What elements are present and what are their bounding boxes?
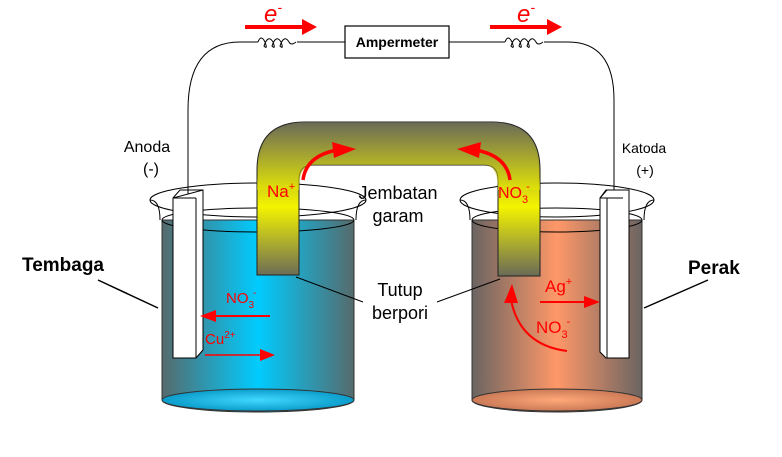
circuit-wire — [187, 41, 615, 195]
no3-right-ion-label: NO3- — [536, 316, 571, 341]
no3-left-ion-label: NO3- — [226, 288, 256, 311]
cu-arrow — [205, 349, 275, 361]
porous-plug-pointers — [295, 276, 501, 303]
ag-ion-label: Ag+ — [545, 276, 572, 296]
cathode-label: Katoda — [622, 140, 667, 156]
copper-label: Tembaga — [22, 255, 104, 276]
no3-left-arrow — [200, 310, 270, 322]
copper-electrode — [172, 189, 204, 359]
electron-flow-right: e- — [490, 0, 562, 35]
porous-plug-label-line1: Tutup — [377, 280, 422, 300]
svg-text:e-: e- — [517, 0, 535, 28]
silver-electrode — [599, 189, 630, 359]
cathode-sign: (+) — [636, 162, 654, 178]
svg-text:e-: e- — [264, 0, 282, 28]
anode-label: Anoda — [124, 139, 170, 156]
salt-bridge-label-line1: Jembatan — [358, 183, 437, 203]
metal-pointers — [97, 279, 709, 309]
beaker-right — [459, 182, 655, 413]
no3-bridge-ion-label: NO3- — [498, 181, 530, 206]
ammeter: Ampermeter — [344, 25, 450, 59]
ammeter-label: Ampermeter — [356, 34, 439, 50]
inductor-coil-left — [257, 37, 297, 48]
anode-sign: (-) — [143, 161, 159, 178]
salt-bridge-label-line2: garam — [372, 206, 423, 226]
cu-ion-label: Cu2+ — [205, 330, 236, 348]
porous-plug-label-line2: berpori — [372, 303, 428, 323]
no3-ion-flow-arrow — [457, 142, 512, 181]
inductor-coil-right — [504, 37, 544, 48]
no3-right-arrow — [504, 284, 568, 352]
na-ion-label: Na+ — [267, 181, 295, 201]
na-ion-flow-arrow — [301, 142, 356, 181]
electron-flow-left: e- — [245, 0, 317, 35]
silver-label: Perak — [688, 258, 740, 279]
ag-arrow — [540, 296, 600, 308]
